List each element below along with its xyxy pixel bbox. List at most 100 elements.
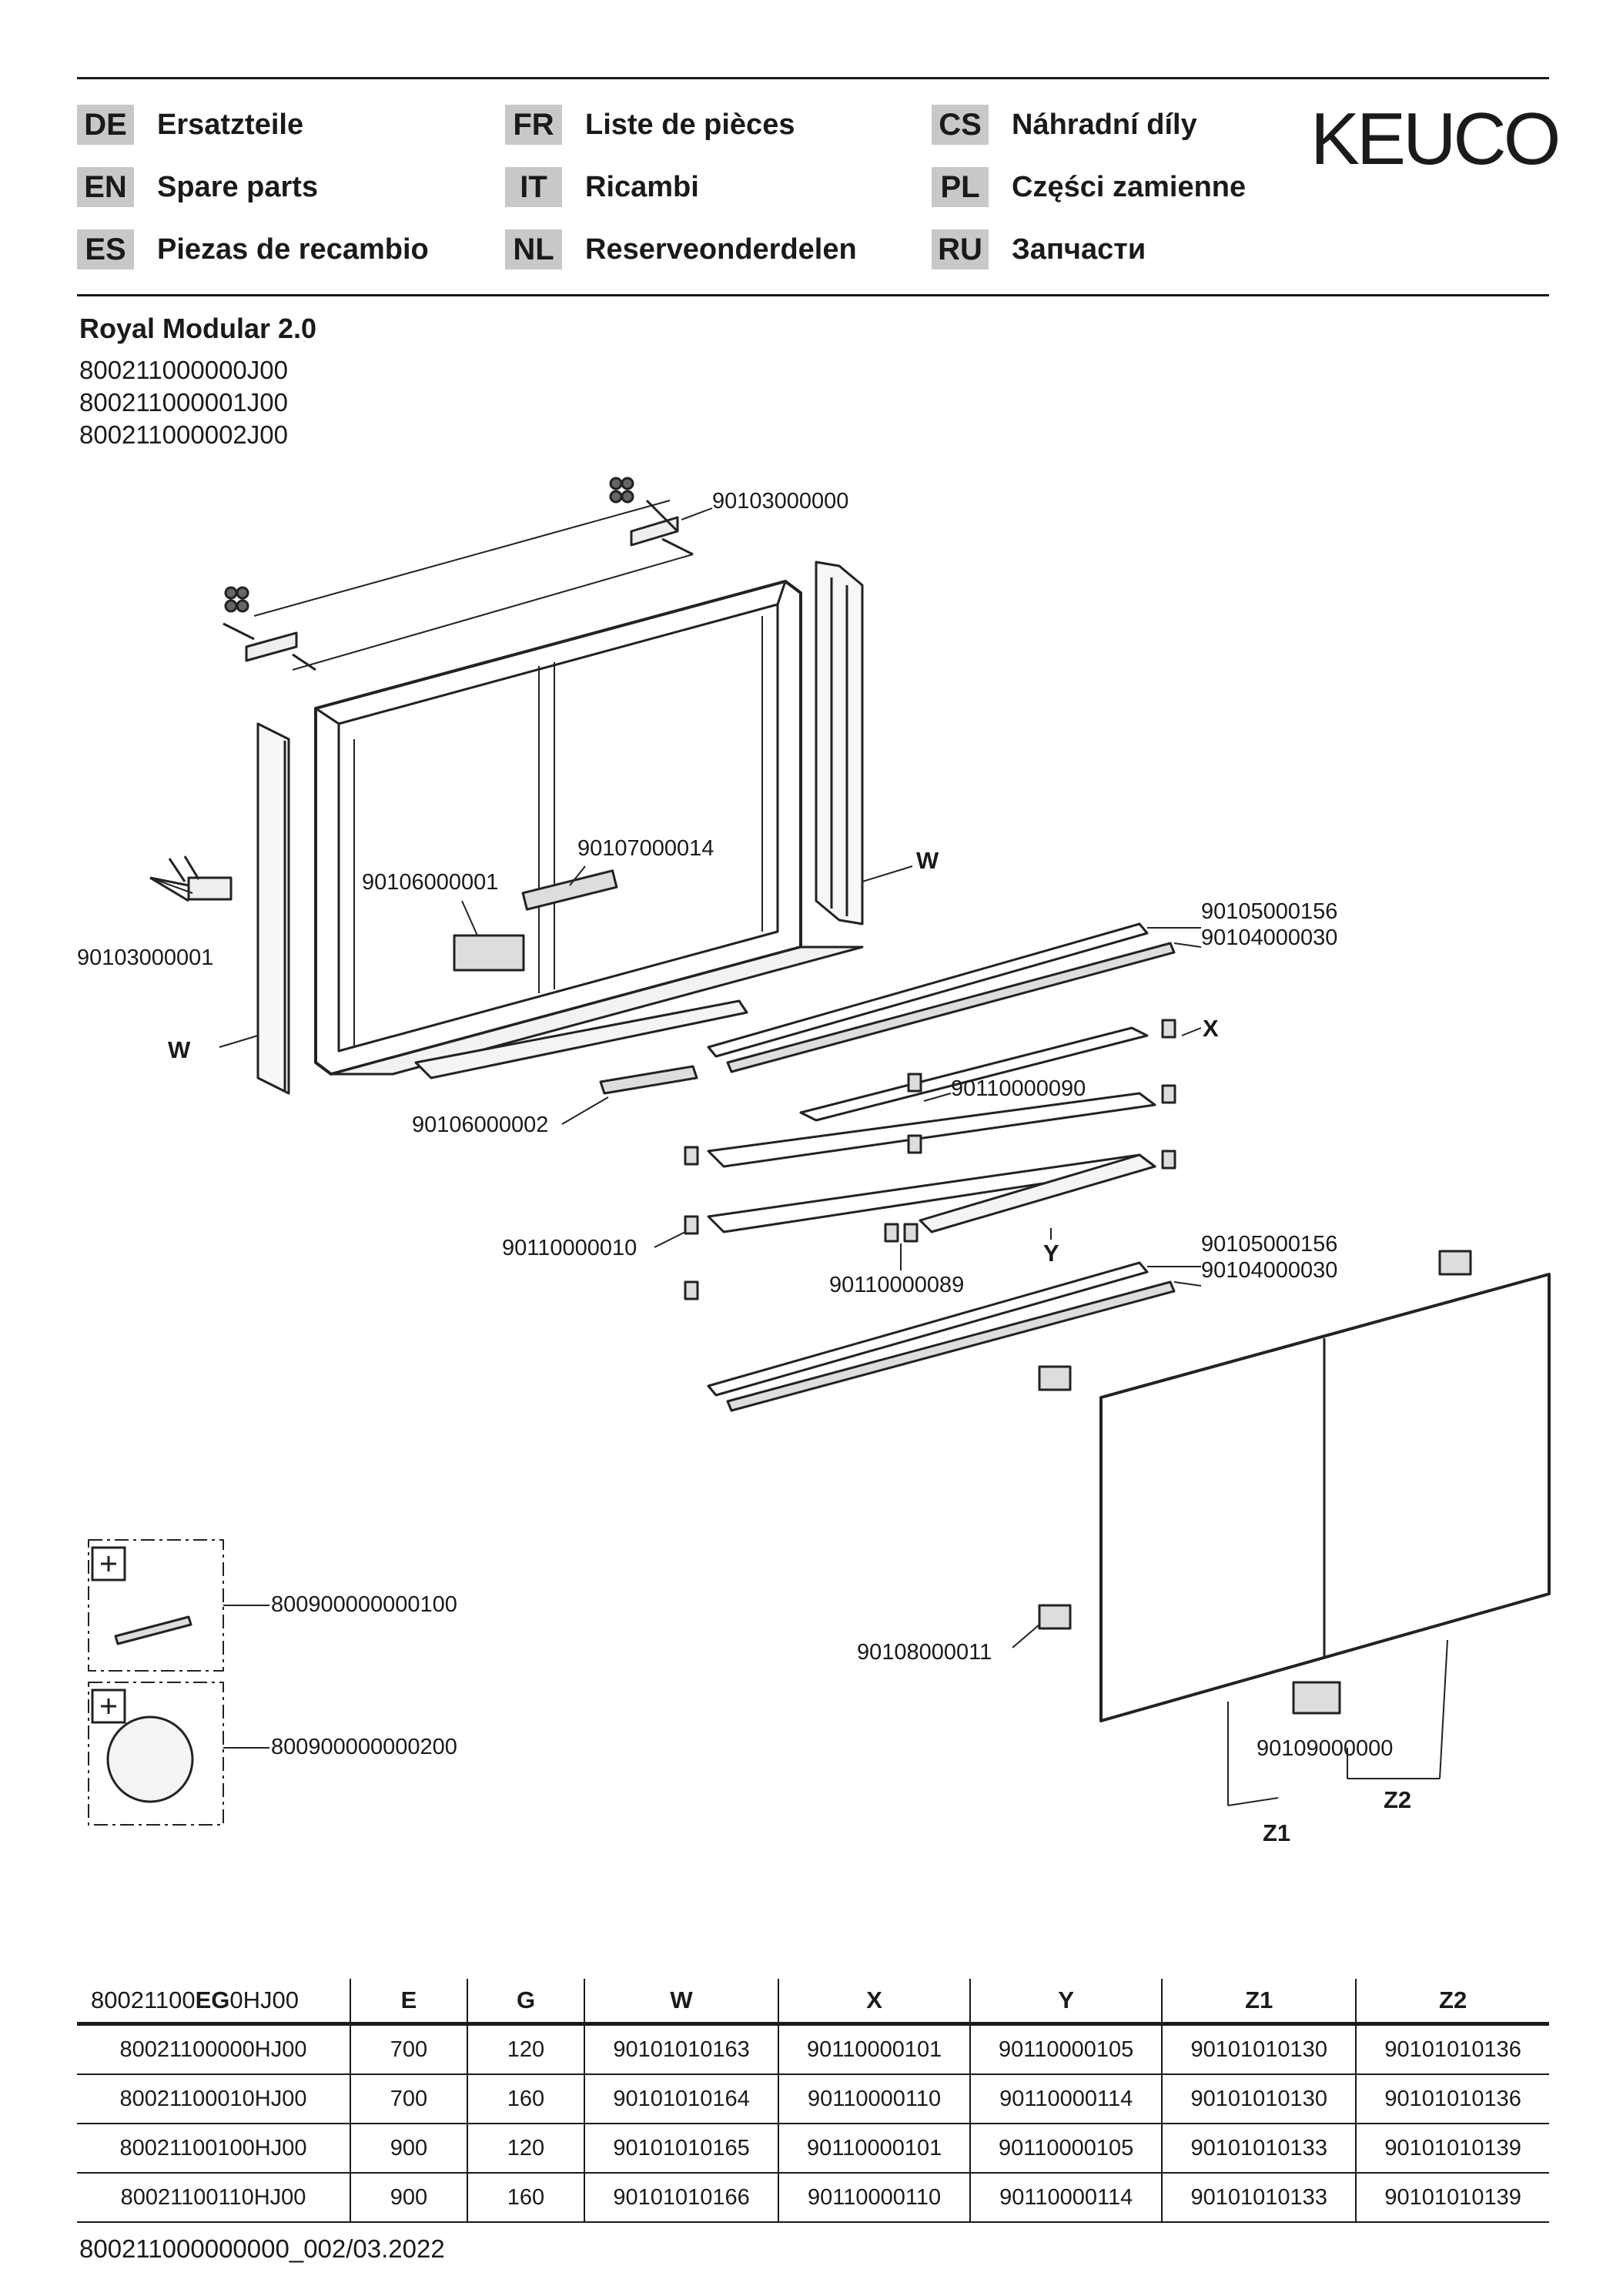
table-cell: 90101010165 (583, 2124, 779, 2174)
table-cell: 90110000105 (969, 2023, 1163, 2075)
right-side-panel (815, 561, 864, 925)
part-label: 90105000156 (1201, 899, 1338, 924)
part-label: 90109000000 (1257, 1736, 1394, 1761)
z1-marker: Z1 (1263, 1819, 1291, 1846)
table-row: 80021100010HJ00 700 160 90101010164 9011… (77, 2074, 1549, 2124)
z2-marker: Z2 (1384, 1786, 1412, 1813)
y-marker: Y (1043, 1240, 1059, 1267)
table-cell: 700 (350, 2074, 467, 2124)
table-cell: 90101010133 (1161, 2124, 1357, 2174)
table-cell: 90101010163 (583, 2023, 779, 2075)
accessory-rod (114, 1615, 192, 1645)
lang-fr: FR Liste de pièces (505, 105, 795, 145)
plus-icon (91, 1689, 126, 1724)
variant-number: 800211000001J00 (79, 388, 288, 417)
part-label: 90105000156 (1201, 1232, 1338, 1257)
accessory-mirror (106, 1715, 194, 1803)
side-hinge-part (149, 855, 233, 902)
lang-label: Spare parts (157, 170, 319, 203)
lang-code: PL (932, 167, 989, 207)
lang-label: Liste de pièces (585, 108, 795, 141)
table-cell: 160 (467, 2074, 584, 2124)
column-header: G (467, 1979, 584, 2026)
column-header: Z1 (1161, 1979, 1357, 2026)
document-id: 800211000000000_002/03.2022 (79, 2234, 445, 2263)
header-bottom-rule (77, 294, 1549, 296)
column-header: Z2 (1355, 1979, 1549, 2026)
lang-cs: CS Náhradní díly (932, 105, 1197, 145)
mirror-doors (1099, 1273, 1551, 1722)
lang-label: Ersatzteile (157, 108, 304, 141)
part-label: 90103000000 (712, 489, 849, 514)
parts-table: 80021100EG0HJ00 E G W X Y Z1 Z2 80021100… (77, 1979, 1549, 2223)
lang-nl: NL Reserveonderdelen (505, 229, 857, 269)
part-label: 90110000090 (951, 1076, 1086, 1101)
table-cell: 90110000114 (969, 2074, 1163, 2124)
part-label: 90107000014 (577, 836, 714, 861)
table-cell: 80021100100HJ00 (77, 2124, 350, 2174)
table-cell: 90110000101 (778, 2124, 971, 2174)
lang-label: Náhradní díly (1012, 108, 1197, 141)
table-cell: 90110000114 (969, 2173, 1163, 2223)
lang-en: EN Spare parts (77, 167, 318, 207)
plus-icon (91, 1546, 126, 1581)
left-side-panel (256, 722, 290, 1095)
column-header: E (350, 1979, 467, 2026)
product-title: Royal Modular 2.0 (79, 313, 317, 344)
column-header: X (778, 1979, 971, 2026)
table-cell: 90110000105 (969, 2124, 1163, 2174)
table-cell: 120 (467, 2023, 584, 2075)
table-cell: 80021100010HJ00 (77, 2074, 350, 2124)
table-cell: 90101010164 (583, 2074, 779, 2124)
lang-label: Ricambi (585, 170, 699, 203)
lang-ru: RU Запчасти (932, 229, 1146, 269)
keuco-logo: KEUCO (1310, 98, 1561, 180)
door-buffer-part (1438, 1250, 1472, 1276)
column-header: W (583, 1979, 779, 2026)
table-cell: 90110000101 (778, 2023, 971, 2075)
door-handle-part (1292, 1681, 1341, 1715)
door-buffer-part (1038, 1365, 1072, 1391)
table-cell: 90101010130 (1161, 2074, 1357, 2124)
part-label: 90110000010 (502, 1236, 637, 1260)
lang-label: Części zamienne (1012, 170, 1247, 203)
table-header-row: 80021100EG0HJ00 E G W X Y Z1 Z2 (77, 1979, 1549, 2026)
w-marker: W (916, 847, 939, 874)
lang-code: EN (77, 167, 134, 207)
lang-code: NL (505, 229, 562, 269)
part-label: 90104000030 (1201, 925, 1338, 950)
table-cell: 90101010139 (1355, 2173, 1549, 2223)
x-marker: X (1203, 1015, 1219, 1042)
glass-shelves (707, 1026, 1156, 1233)
table-cell: 90101010136 (1355, 2023, 1549, 2075)
top-hinge-part (223, 477, 694, 671)
table-row: 80021100000HJ00 700 120 90101010163 9011… (77, 2023, 1549, 2075)
table-cell: 90110000110 (778, 2074, 971, 2124)
model-column-header: 80021100EG0HJ00 (77, 1979, 350, 2026)
accessory-label: 800900000000100 (271, 1592, 457, 1617)
table-cell: 90101010130 (1161, 2023, 1357, 2075)
rail-set-b (707, 1261, 1176, 1412)
w-marker: W (168, 1036, 191, 1063)
rail-set-a (707, 922, 1176, 1073)
part-label: 90108000011 (857, 1640, 992, 1665)
table-cell: 160 (467, 2173, 584, 2223)
table-cell: 900 (350, 2124, 467, 2174)
table-cell: 900 (350, 2173, 467, 2223)
accessory-label: 800900000000200 (271, 1735, 457, 1759)
exploded-diagram (88, 477, 1551, 1826)
bottom-cover-part (414, 999, 748, 1079)
table-row: 80021100100HJ00 900 120 90101010165 9011… (77, 2124, 1549, 2174)
lang-label: Запчасти (1012, 233, 1146, 266)
top-rule (77, 77, 1549, 79)
variant-number: 800211000000J00 (79, 356, 288, 384)
part-label: 90103000001 (77, 946, 214, 970)
cabinet-frame (314, 580, 864, 1076)
lang-code: CS (932, 105, 989, 145)
lang-pl: PL Części zamienne (932, 167, 1246, 207)
socket-part (599, 1065, 698, 1095)
part-label: 90104000030 (1201, 1258, 1338, 1283)
table-cell: 700 (350, 2023, 467, 2075)
column-header: Y (969, 1979, 1163, 2026)
switch-module-part (453, 934, 525, 972)
